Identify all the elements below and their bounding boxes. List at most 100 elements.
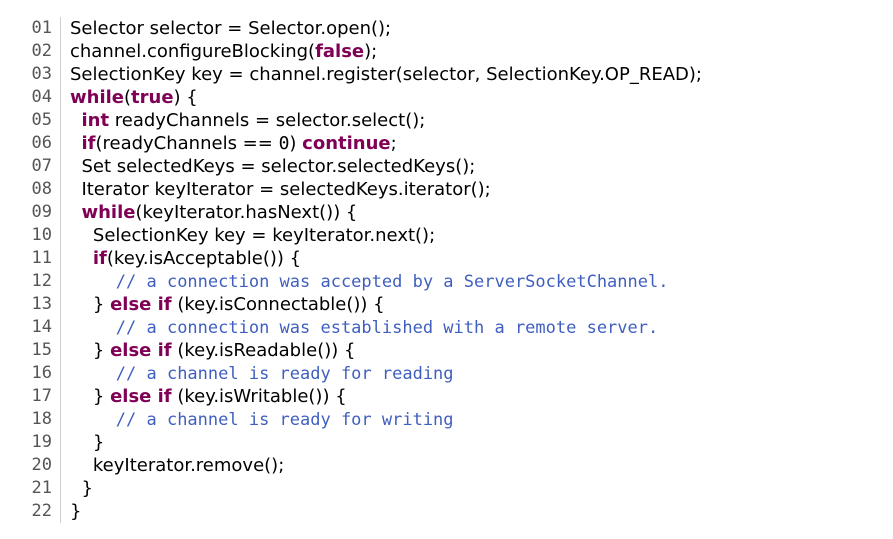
line-number: 21 [18,477,61,500]
code-text: } [70,501,82,522]
code-text: } [70,386,111,407]
code-keyword: else if [110,340,172,361]
code-line: 13 } else if (key.isConnectable()) { [18,293,878,316]
code-line: 12 // a connection was accepted by a Ser… [18,270,878,293]
line-code: while(keyIterator.hasNext()) { [61,201,357,224]
line-code: keyIterator.remove(); [61,454,284,477]
code-number: 0 [278,133,290,154]
code-line: 19 } [18,431,878,454]
line-number: 03 [18,63,61,86]
code-keyword: continue [302,133,391,154]
code-line: 10 SelectionKey key = keyIterator.next()… [18,224,878,247]
code-keyword: int [81,110,110,131]
code-text: (key.isWritable()) { [171,386,347,407]
line-code: } [61,500,81,523]
code-line: 03 SelectionKey key = channel.register(se… [18,63,878,86]
line-number: 13 [18,293,61,316]
code-text: ( [124,87,132,108]
line-code: } [61,431,104,454]
code-text: SelectionKey key = keyIterator.next(); [70,225,436,246]
code-line: 08 Iterator keyIterator = selectedKeys.i… [18,178,878,201]
line-code: Iterator keyIterator = selectedKeys.iter… [61,178,491,201]
code-line: 20 keyIterator.remove(); [18,454,878,477]
line-number: 15 [18,339,61,362]
line-number: 08 [18,178,61,201]
code-text: } [70,478,93,499]
code-text: (key.isReadable()) { [171,340,356,361]
line-code: SelectionKey key = keyIterator.next(); [61,224,435,247]
code-keyword: while [70,87,124,108]
line-number: 12 [18,270,61,293]
code-keyword: true [131,87,174,108]
code-line: 15 } else if (key.isReadable()) { [18,339,878,362]
line-code: channel.configureBlocking(false); [61,40,377,63]
code-text: Iterator keyIterator = selectedKeys.iter… [70,179,491,200]
code-keyword: if [92,248,107,269]
code-text: (keyIterator.hasNext()) { [135,202,358,223]
line-number: 14 [18,316,61,339]
line-number: 10 [18,224,61,247]
code-text: Set selectedKeys = selector.selectedKeys… [70,156,476,177]
code-text: } [70,294,111,315]
code-line: 11 if(key.isAcceptable()) { [18,247,878,270]
code-text [70,271,116,292]
code-keyword: false [315,41,365,62]
line-number: 16 [18,362,61,385]
line-code: // a channel is ready for reading [61,362,454,385]
code-text: (key.isConnectable()) { [171,294,385,315]
code-text: ) [289,133,303,154]
code-line: 09 while(keyIterator.hasNext()) { [18,201,878,224]
code-text: ; [390,133,397,154]
line-number: 02 [18,40,61,63]
code-text: channel.configureBlocking( [70,41,316,62]
line-code: } else if (key.isConnectable()) { [61,293,385,316]
code-line: 21 } [18,477,878,500]
line-number: 04 [18,86,61,109]
code-line: 18 // a channel is ready for writing [18,408,878,431]
code-text: ) { [173,87,198,108]
code-comment: // a channel is ready for reading [115,364,454,384]
code-text: (key.isAcceptable()) { [106,248,302,269]
code-text: Selector selector = Selector.open(); [70,18,392,39]
code-text [70,133,81,154]
code-text [70,248,93,269]
code-comment: // a connection was established with a r… [115,318,659,338]
line-number: 11 [18,247,61,270]
code-text: (readyChannels == [95,133,279,154]
code-line: 06 if(readyChannels == 0) continue; [18,132,878,155]
line-number: 09 [18,201,61,224]
line-code: // a channel is ready for writing [61,408,454,431]
line-number: 22 [18,500,61,523]
line-code: SelectionKey key = channel.register(sele… [61,63,702,86]
line-number: 17 [18,385,61,408]
line-number: 07 [18,155,61,178]
code-text [70,409,116,430]
line-number: 05 [18,109,61,132]
code-text [70,110,81,131]
code-line: 16 // a channel is ready for reading [18,362,878,385]
code-line: 14 // a connection was established with … [18,316,878,339]
code-text: SelectionKey key = channel.register(sele… [70,64,702,85]
line-number: 01 [18,17,61,40]
code-comment: // a channel is ready for writing [115,410,454,430]
line-code: } [61,477,93,500]
code-comment: // a connection was accepted by a Server… [115,272,669,292]
code-keyword: else if [110,386,172,407]
code-text: } [70,340,111,361]
line-code: } else if (key.isReadable()) { [61,339,356,362]
line-code: Selector selector = Selector.open(); [61,17,391,40]
code-text [70,202,81,223]
line-code: Set selectedKeys = selector.selectedKeys… [61,155,475,178]
code-text: ); [364,41,378,62]
line-code: while(true) { [61,86,198,109]
line-code: if(key.isAcceptable()) { [61,247,301,270]
line-code: } else if (key.isWritable()) { [61,385,347,408]
code-line: 01 Selector selector = Selector.open(); [18,17,878,40]
line-code: // a connection was accepted by a Server… [61,270,669,293]
code-text [70,363,116,384]
code-text: keyIterator.remove(); [70,455,285,476]
line-number: 20 [18,454,61,477]
